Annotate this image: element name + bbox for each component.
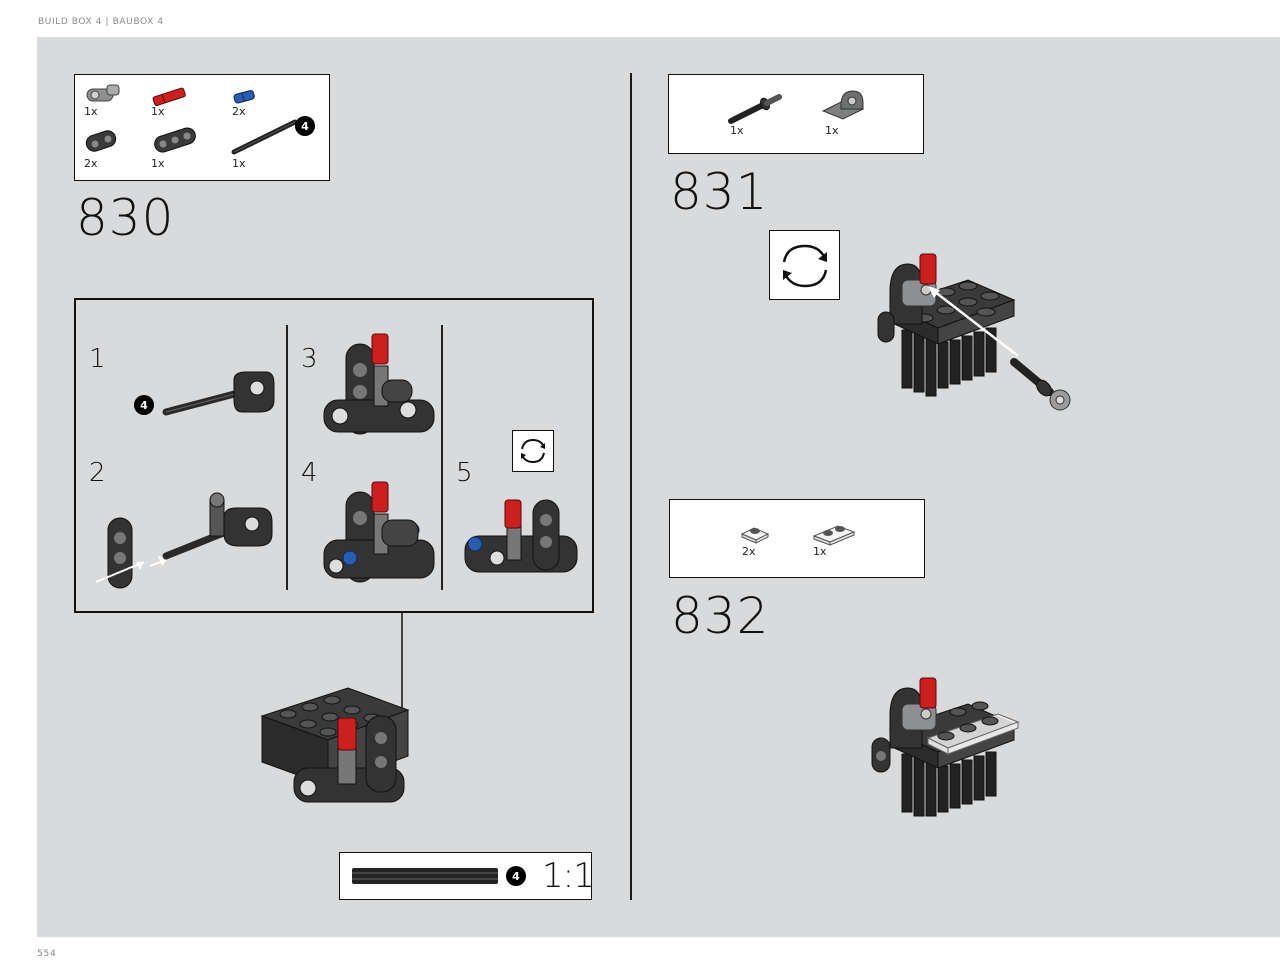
substep-number: 5 bbox=[456, 458, 473, 488]
gray-bracket-icon bbox=[821, 90, 865, 120]
step-831-parts-list: 1x 1x bbox=[668, 74, 924, 154]
step-number-832: 832 bbox=[671, 587, 770, 645]
substep-number: 2 bbox=[89, 458, 106, 488]
scale-label: 1:1 bbox=[542, 856, 595, 896]
length-badge: 4 bbox=[295, 116, 315, 136]
step-number-830: 830 bbox=[76, 189, 175, 247]
part-qty: 2x bbox=[232, 105, 246, 118]
column-divider bbox=[630, 73, 632, 900]
step-number-831: 831 bbox=[670, 163, 769, 221]
substep-number: 1 bbox=[89, 344, 106, 374]
length-badge: 4 bbox=[506, 866, 526, 886]
step-832-parts-list: 2x 1x bbox=[669, 499, 925, 578]
page-header: BUILD BOX 4 | BAUBOX 4 bbox=[38, 17, 164, 27]
part-qty: 2x bbox=[742, 545, 756, 558]
blue-pin-icon bbox=[233, 89, 255, 104]
rotate-model-indicator bbox=[512, 430, 554, 472]
clear-plate-1x1-icon bbox=[740, 527, 770, 544]
rotate-model-indicator bbox=[769, 230, 840, 300]
step-830-parts-list: 1x 1x 2x 2x 1x 4 1x bbox=[74, 74, 330, 181]
axle-scale-icon bbox=[352, 868, 498, 884]
part-qty: 1x bbox=[730, 124, 744, 137]
part-qty: 1x bbox=[151, 157, 165, 170]
black-axle-with-stop-icon bbox=[728, 94, 782, 124]
scale-reference-box: 4 1:1 bbox=[339, 852, 595, 900]
step-832-model-illustration bbox=[871, 677, 1020, 817]
clear-plate-1x2-icon bbox=[812, 525, 856, 546]
substep-4-illustration bbox=[323, 481, 435, 583]
red-axle-pin-icon bbox=[152, 87, 186, 106]
instruction-panel bbox=[37, 37, 1280, 937]
gray-connector-icon bbox=[86, 84, 120, 102]
black-axle-icon bbox=[231, 119, 298, 155]
substep-3-illustration bbox=[323, 333, 435, 435]
rotate-arrows-icon bbox=[521, 438, 545, 464]
part-qty: 1x bbox=[232, 157, 246, 170]
substep-1-illustration bbox=[162, 371, 275, 416]
callout-divider bbox=[441, 325, 443, 590]
rotate-arrows-icon bbox=[782, 244, 828, 288]
substep-2-illustration bbox=[95, 492, 273, 589]
callout-divider bbox=[286, 325, 288, 590]
step-831-model-illustration bbox=[877, 253, 1071, 411]
step-830-model-illustration bbox=[260, 687, 410, 803]
part-qty: 1x bbox=[151, 105, 165, 118]
substep-number: 3 bbox=[301, 344, 318, 374]
black-beam-icon bbox=[85, 130, 117, 152]
page-number: 554 bbox=[37, 949, 57, 959]
substep-number: 4 bbox=[301, 458, 318, 488]
part-qty: 1x bbox=[825, 124, 839, 137]
part-qty: 2x bbox=[84, 157, 98, 170]
substep-5-illustration bbox=[464, 499, 578, 573]
black-beam-3-icon bbox=[154, 127, 196, 153]
length-badge: 4 bbox=[134, 395, 154, 415]
sub-assembly-callout: 1 4 2 3 4 bbox=[74, 298, 594, 613]
part-qty: 1x bbox=[84, 105, 98, 118]
part-qty: 1x bbox=[813, 545, 827, 558]
